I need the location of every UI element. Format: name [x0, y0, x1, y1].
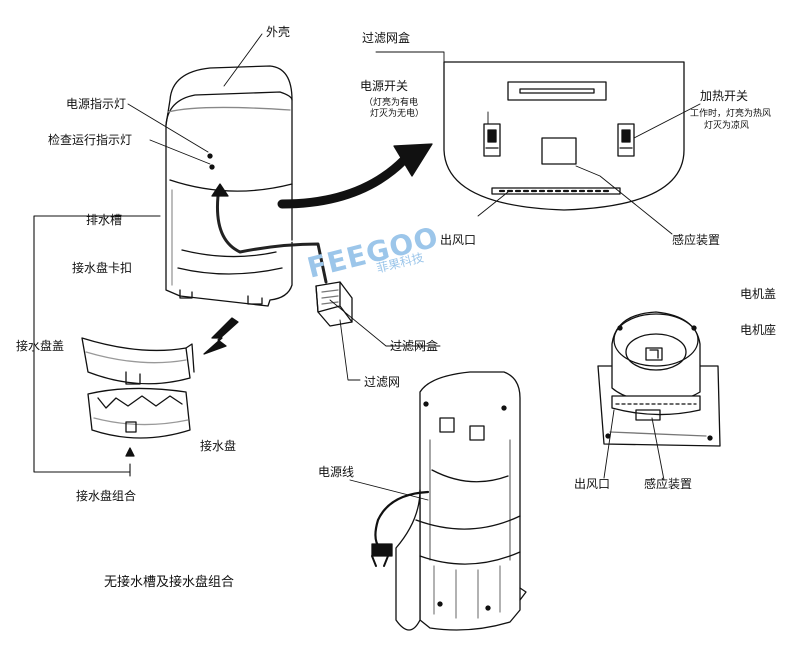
tray-cover-shape: [81, 337, 195, 385]
leader-lines: [127, 33, 701, 501]
motor-assembly: [597, 311, 721, 447]
heat-switch-shape: [617, 123, 635, 157]
back-housing: [371, 371, 527, 631]
label-air-outlet: 出风口: [440, 233, 477, 247]
label-motor-cover: 电机盖: [740, 287, 777, 301]
label-power-switch: 电源开关: [360, 79, 409, 93]
label-air-outlet-2: 出风口: [574, 477, 611, 491]
down-arrow: [203, 317, 239, 355]
label-tray-cover: 接水盘盖: [16, 339, 65, 353]
label-power-switch-note-1: （灯亮为有电: [364, 98, 419, 108]
label-tray-assembly: 接水盘组合: [76, 489, 137, 503]
label-power-switch-note-2: 灯灭为无电）: [370, 109, 425, 119]
filter-box-cartridge: [315, 281, 353, 327]
label-heat-switch-note-2: 灯灭为凉风: [704, 121, 750, 131]
label-heat-switch-note-1: 工作时，灯亮为热风: [690, 109, 772, 119]
label-sensor-2: 感应装置: [644, 477, 693, 491]
power-indicator-dot: [207, 153, 213, 159]
label-drain-slot: 排水槽: [86, 213, 123, 227]
drain-slot-bracket: [33, 215, 161, 473]
tray-shape: [87, 387, 191, 439]
check-indicator-dot: [209, 164, 215, 170]
label-filter-net: 过滤网: [364, 375, 401, 389]
filter-box-panel: [443, 61, 685, 211]
curved-arrow: [277, 143, 433, 209]
power-switch-shape: [483, 123, 501, 157]
label-tray-clip: 接水盘卡扣: [72, 261, 133, 275]
label-tray: 接水盘: [200, 439, 237, 453]
dryer-shell: [165, 65, 328, 307]
label-sensor: 感应装置: [672, 233, 721, 247]
label-power-indicator: 电源指示灯: [66, 97, 127, 111]
label-filter-box: 过滤网盒: [390, 339, 439, 353]
label-power-cord: 电源线: [318, 465, 355, 479]
label-shell: 外壳: [266, 25, 291, 39]
label-filter-box-top: 过滤网盒: [362, 31, 411, 45]
label-check-indicator: 检查运行指示灯: [48, 133, 133, 147]
label-heat-switch: 加热开关: [700, 89, 749, 103]
label-motor-base: 电机座: [740, 323, 777, 337]
label-no-tray-note: 无接水槽及接水盘组合: [104, 575, 235, 590]
